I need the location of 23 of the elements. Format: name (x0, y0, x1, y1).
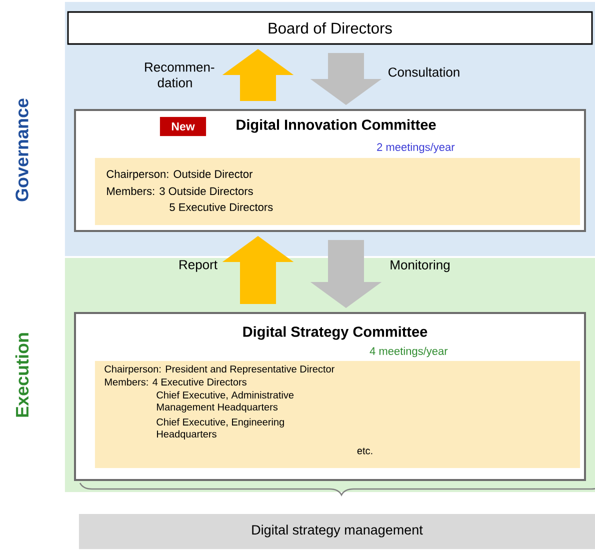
management-box: Digital strategy management (78, 514, 595, 550)
edge-label: Monitoring (388, 258, 452, 274)
member-text: Members: 4 Executive Directors (105, 378, 246, 386)
meeting-frequency: 4 meetings/year (370, 346, 448, 358)
edge-label: Consultation (386, 66, 462, 78)
meeting-frequency: 2 meetings/year (377, 142, 455, 154)
committee-title: Digital Strategy Committee (243, 326, 428, 340)
member-text: etc. (357, 448, 372, 454)
band-heading: Execution (15, 333, 29, 417)
member-text: Chairperson: President and Representative Director (104, 365, 334, 375)
member-panel (94, 158, 580, 226)
board-box: Board of Directors (67, 11, 593, 45)
band-heading: Governance (16, 98, 28, 202)
member-text: 5 Executive Directors (170, 202, 273, 212)
edge-label: Report (178, 259, 218, 273)
edge-label: Recommen- dation (143, 62, 214, 88)
member-panel (94, 360, 580, 468)
member-text: Members: 3 Outside Directors (107, 186, 253, 196)
member-text: Chief Executive, Administrative Management Headquarters (156, 391, 294, 413)
committee-title: Digital Innovation Committee (236, 119, 436, 133)
member-text: Chief Executive, Engineering Headquarters (156, 418, 284, 440)
new-badge: New (160, 116, 206, 136)
member-text: Chairperson: Outside Director (106, 170, 253, 180)
